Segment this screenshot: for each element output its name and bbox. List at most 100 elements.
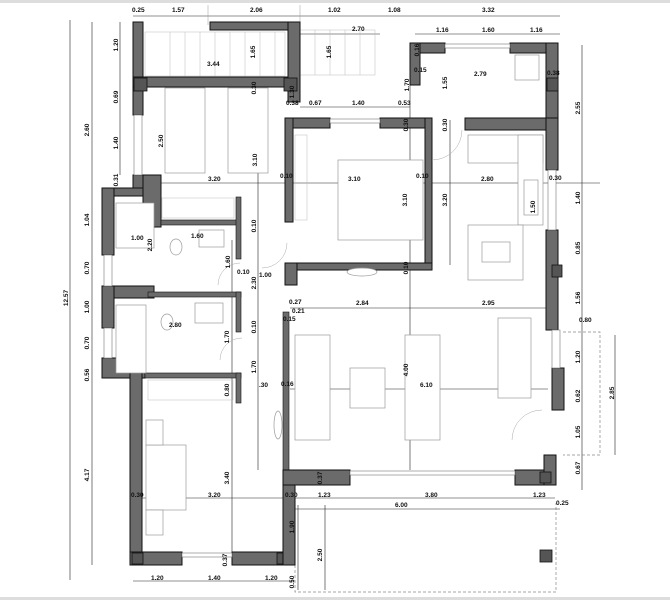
dim-label: 2.55 [575,101,582,114]
dim-label: 3.40 [224,471,231,484]
dining-table [497,317,532,399]
dim-label: 3.20 [208,492,221,499]
tv [346,267,378,277]
dim-label: 1.40 [575,191,582,204]
cooktop [481,241,511,263]
dim-label: 1.60 [482,27,495,34]
dim-label: 2.79 [474,71,487,78]
dim-label: 1.70 [251,360,258,373]
dim-label: 2.60 [84,123,91,136]
sink [198,229,225,248]
bed [227,87,269,174]
dim-label: 3.44 [207,61,220,68]
dim-label: 0.31 [113,173,120,186]
dim-label: 0.30 [131,492,144,499]
dim-label: .30 [259,382,268,389]
bed [164,87,206,174]
dim-label: 0.10 [403,261,410,274]
viewer-top-border [0,0,670,3]
appliance [514,54,540,81]
walls [101,21,565,566]
dim-label: 1.23 [318,492,331,499]
dim-label: 0.10 [237,269,250,276]
windows [103,43,561,558]
dim-label: 1.16 [436,27,449,34]
dim-label: 1.00 [259,272,272,279]
dim-label: 0.30 [285,492,298,499]
dim-label: 0.30 [442,118,449,131]
dim-label: 4.00 [403,363,410,376]
dim-label: 0.15 [414,67,427,74]
wardrobe [147,379,234,401]
dim-label: 2.50 [158,134,165,147]
toilet [160,313,174,331]
dim-label: 2.80 [169,322,182,329]
dim-label: 0.30 [549,175,562,182]
dim-label: 0.10 [251,219,258,232]
dim-label: 1.23 [533,492,546,499]
dim-label: 1.60 [191,233,204,240]
dim-label: 0.25 [556,500,569,507]
dim-label: 0.56 [84,368,91,381]
terrace-outline [294,331,601,593]
dim-label: 3.10 [402,193,409,206]
dim-label: 1.70 [224,330,231,343]
dim-label: 0.85 [575,241,582,254]
dim-label: 0.38 [286,100,299,107]
dim-label: 1.05 [575,425,582,438]
tv [273,410,283,440]
sink [194,302,224,324]
dim-label: 2.20 [147,238,154,251]
dimension-labels: 0.25 1.57 2.06 1.02 1.08 3.32 2.70 1.16 … [63,7,616,588]
dim-label: 6.00 [395,502,408,509]
dim-label: 0.70 [84,336,91,349]
dim-label: 0.67 [309,100,322,107]
viewer-bottom-border [0,597,670,600]
dim-label: 1.04 [84,213,91,226]
double-bed [145,444,187,511]
dim-label: 0.30 [403,118,410,131]
dim-label: 0.10 [416,173,429,180]
dim-label: 1.90 [289,520,296,533]
dim-label: 0.69 [113,90,120,103]
double-bed [337,159,424,241]
dim-label: 3.32 [482,7,495,14]
dim-label: 3.20 [442,193,449,206]
dim-label: 3.10 [348,176,361,183]
dim-label: 2.06 [250,7,263,14]
dim-label: 1.40 [113,136,120,149]
dim-label: 1.55 [442,76,449,89]
furniture [115,54,544,536]
dim-label: 1.30 [289,85,296,98]
dim-label: 2.95 [482,300,495,307]
dim-label: 1.50 [530,200,537,213]
dim-label: 1.40 [208,575,221,582]
dim-label: 0.16 [281,381,294,388]
dim-label: 3.80 [425,492,438,499]
dim-label: 1.70 [404,78,411,91]
dim-label: 1.08 [388,7,401,14]
dim-label: 1.20 [265,575,278,582]
dim-label: 1.65 [326,45,333,58]
dim-label: 0.30 [251,81,258,94]
dim-label: 1.20 [575,350,582,363]
kitchen-sink [523,179,539,216]
dim-label: 4.17 [84,468,91,481]
shower [115,304,147,374]
terrace-column [539,549,553,563]
dim-label: 1.40 [352,100,365,107]
dim-label: 2.80 [481,176,494,183]
dim-label: 0.10 [251,320,258,333]
dim-label: 0.37 [317,471,324,484]
dim-label: 1.02 [328,7,341,14]
toilet [169,238,183,256]
dim-label: 0.53 [398,100,411,107]
sofa [404,334,441,441]
dim-label: 0.50 [289,575,296,588]
wardrobe [161,197,235,219]
dim-label: 0.80 [579,317,592,324]
dim-label: 1.65 [250,45,257,58]
dim-label: 1.56 [575,291,582,304]
dim-label: 2.50 [317,548,324,561]
